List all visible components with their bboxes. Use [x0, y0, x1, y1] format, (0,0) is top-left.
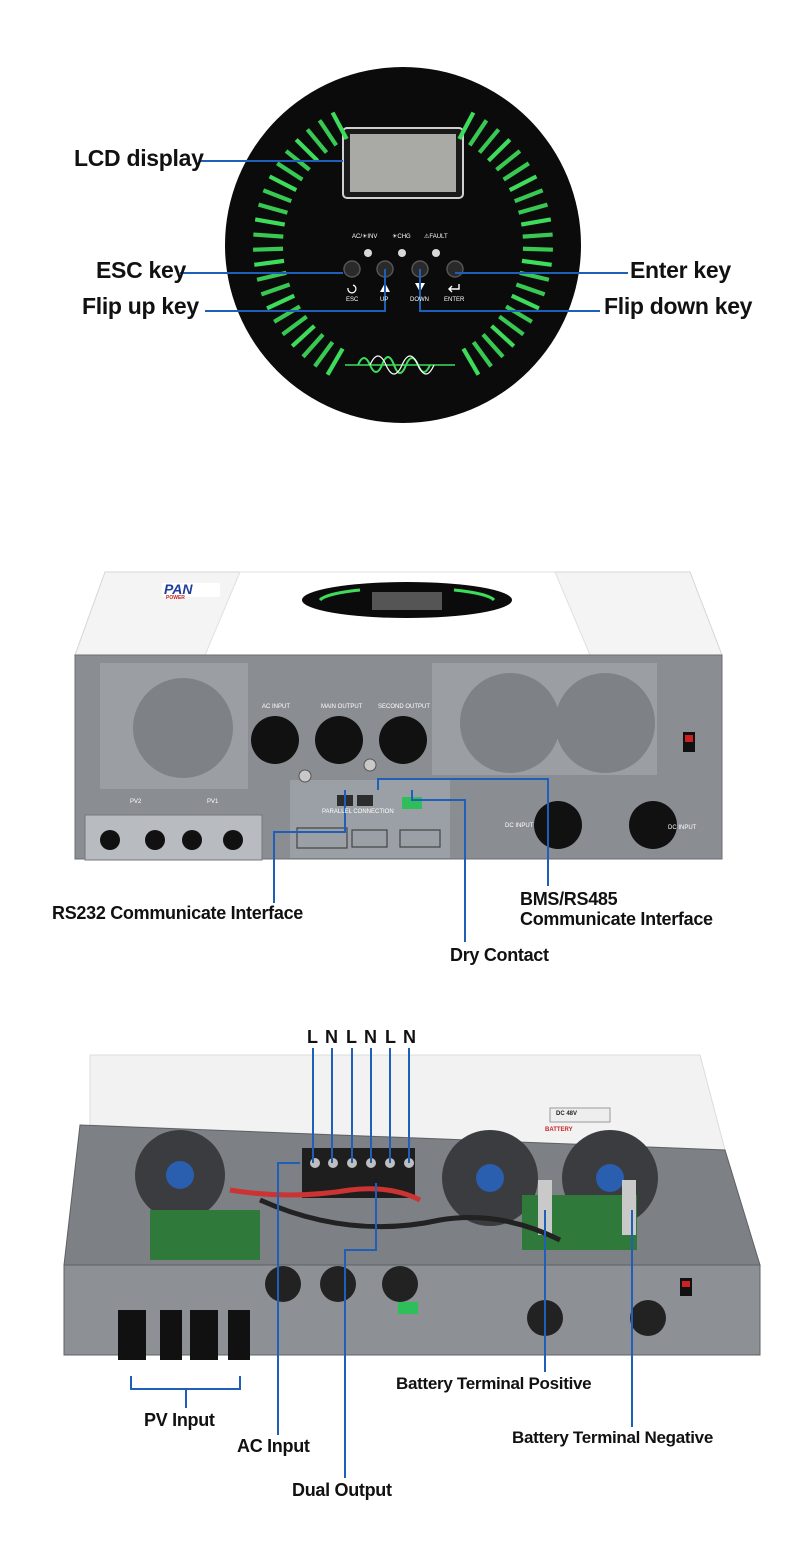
led-bar-segment: [253, 246, 284, 252]
dc-48v-tag: DC 48V: [556, 1111, 578, 1117]
led-bar-segment: [276, 161, 304, 182]
rear-unit-drawing: [74, 571, 723, 942]
led-bar-segment: [253, 232, 284, 239]
led-bar-segment: [510, 293, 540, 311]
battery-tag: BATTERY: [545, 1127, 573, 1133]
terminal-letter-1: L: [307, 1027, 318, 1047]
led-bar-segment: [504, 304, 533, 324]
led-bar-segment: [495, 149, 522, 172]
pv1-label: PV1: [207, 799, 219, 805]
pv-input-callout: PV Input: [144, 1410, 215, 1430]
led-bar-segment: [461, 347, 481, 376]
esc-button-label: ESC: [346, 297, 359, 303]
led-bar-segment: [498, 314, 525, 337]
led-bar-segment: [515, 282, 546, 297]
dc-input-label-2: DC INPUT: [668, 825, 697, 831]
led-bar-segment: [273, 304, 302, 324]
led-bar-segment: [457, 111, 476, 141]
led-bar-segment: [468, 119, 489, 147]
battery-terminal-positive-callout: Battery Terminal Positive: [396, 1374, 592, 1393]
led-bar-segment: [330, 111, 349, 141]
led-bar-segment: [481, 333, 505, 359]
led-bar-segment: [520, 217, 552, 227]
led-bar-segment: [266, 293, 296, 311]
terminal-letter-4: N: [364, 1027, 377, 1047]
brand-logo: PAN: [164, 581, 193, 597]
led-bar-segment: [490, 324, 516, 348]
led-bar-segment: [477, 128, 501, 154]
led-bar-segment: [518, 202, 549, 215]
down-button-label: DOWN: [410, 297, 429, 303]
up-button-label: UP: [380, 297, 389, 303]
rs232-callout: RS232 Communicate Interface: [52, 903, 303, 923]
led-bar-segment: [508, 174, 538, 193]
right-led-arc: [457, 111, 553, 376]
dry-contact-callout: Dry Contact: [450, 945, 549, 965]
pv2-label: PV2: [130, 799, 142, 805]
terminal-letter-2: N: [325, 1027, 338, 1047]
bms-callout-line1: BMS/RS485: [520, 889, 618, 909]
flip-down-key-callout: Flip down key: [604, 293, 753, 319]
main-output-port-label: MAIN OUTPUT: [321, 704, 363, 710]
led-bar-segment: [290, 324, 316, 348]
led-bar-segment: [254, 258, 285, 267]
left-led-arc: [253, 111, 349, 376]
parallel-connection-label: PARALLEL CONNECTION: [322, 809, 394, 815]
battery-terminal-negative-callout: Battery Terminal Negative: [512, 1428, 713, 1447]
lcd-display-callout: LCD display: [74, 145, 204, 171]
indicator-ac-inv: AC/☀INV: [352, 234, 378, 240]
led-bar-segment: [521, 258, 552, 267]
dc-input-label-1: DC INPUT: [505, 823, 534, 829]
ac-input-port-label: AC INPUT: [262, 704, 291, 710]
led-bar-segment: [260, 282, 291, 297]
internal-unit-drawing: [63, 1054, 761, 1360]
led-bar-segment: [262, 188, 293, 204]
led-bar-segment: [281, 314, 308, 337]
led-bar-segment: [305, 128, 329, 154]
esc-key-callout: ESC key: [96, 257, 186, 283]
led-bar-segment: [522, 232, 553, 239]
led-bar-segment: [471, 340, 493, 368]
led-bar-segment: [257, 202, 288, 215]
led-bar-segment: [502, 161, 530, 182]
indicator-chg: ☀CHG: [392, 234, 411, 240]
indicator-fault: ⚠FAULT: [424, 234, 448, 240]
led-bar-segment: [513, 188, 544, 204]
terminal-letter-3: L: [346, 1027, 357, 1047]
bms-callout-line2: Communicate Interface: [520, 909, 713, 929]
led-bar-segment: [486, 138, 512, 163]
ac-input-callout: AC Input: [237, 1436, 310, 1456]
led-bar-segment: [254, 217, 286, 227]
led-bar-segment: [522, 246, 553, 252]
front-panel-disc: [180, 67, 628, 423]
second-output-port-label: SECOND OUTPUT: [378, 704, 431, 710]
dual-output-callout: Dual Output: [292, 1480, 392, 1500]
led-bar-segment: [313, 340, 335, 368]
led-bar-segment: [317, 119, 338, 147]
led-bar-segment: [325, 347, 345, 376]
enter-button-label: ENTER: [444, 297, 465, 303]
led-bar-segment: [294, 138, 320, 163]
flip-up-key-callout: Flip up key: [82, 293, 199, 319]
led-bar-segment: [301, 333, 325, 359]
brand-sub: POWER: [166, 595, 185, 601]
enter-key-callout: Enter key: [630, 257, 731, 283]
terminal-letter-5: L: [385, 1027, 396, 1047]
terminal-letter-6: N: [403, 1027, 416, 1047]
led-bar-segment: [268, 174, 298, 193]
